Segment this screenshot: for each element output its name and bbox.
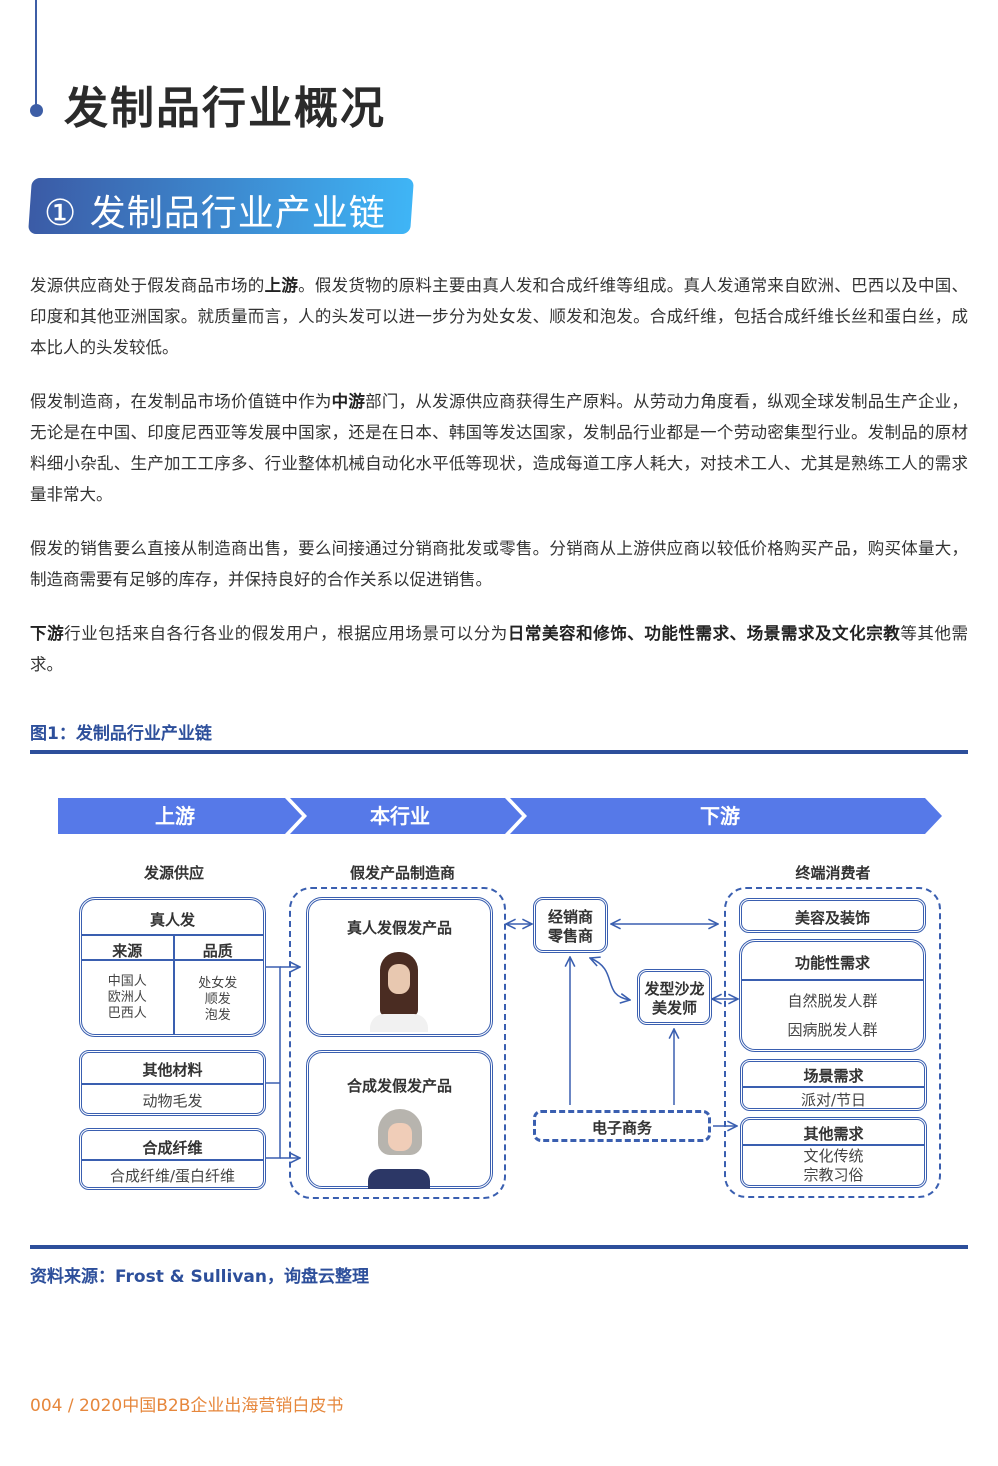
other-item: 动物毛发: [142, 1092, 203, 1110]
band-downstream: [510, 798, 942, 834]
maker-group: [289, 887, 506, 1199]
col-source: 来源: [112, 942, 143, 960]
band-upstream-label: 上游: [155, 804, 195, 828]
consumer-label: 终端消费者: [795, 864, 871, 882]
real-product-box: 真人发假发产品: [306, 897, 493, 1037]
figure-caption: 图1：发制品行业产业链: [30, 724, 212, 744]
scene-title: 场景需求: [803, 1067, 864, 1085]
synthetic-title: 合成纤维: [142, 1139, 203, 1157]
bottom-rule: [30, 1245, 968, 1249]
band-industry: [290, 798, 522, 834]
ecommerce-box: 电子商务: [533, 1110, 711, 1142]
real-product-title: 真人发假发产品: [346, 919, 452, 937]
functional-title: 功能性需求: [794, 954, 870, 972]
brunette-wig-photo: [366, 952, 432, 1032]
sources-list: 中国人欧洲人巴西人: [107, 974, 147, 1021]
band-industry-label: 本行业: [370, 804, 430, 828]
consumer-group: [724, 887, 941, 1198]
qualities-list: 处女发顺发泡发: [198, 976, 238, 1023]
col-quality: 品质: [202, 942, 233, 960]
page-footer: 004 / 2020中国B2B企业出海营销白皮书: [30, 1396, 344, 1416]
band-upstream: [58, 798, 302, 834]
paragraph-2: 假发制造商，在发制品市场价值链中作为中游部门，从发源供应商获得生产原料。从劳动力…: [30, 392, 969, 504]
maker-label: 假发产品制造商: [349, 864, 455, 882]
ecommerce-label: 电子商务: [591, 1119, 652, 1137]
synthetic-product-box: 合成发假发产品: [306, 1050, 493, 1189]
dealer-label: 经销商零售商: [547, 908, 593, 945]
functional-item: 自然脱发人群: [787, 992, 878, 1010]
salon-label: 发型沙龙美发师: [644, 980, 705, 1017]
scene-item: 派对/节日: [800, 1091, 867, 1109]
supply-label: 发源供应: [143, 864, 204, 882]
beauty-label: 美容及装饰: [794, 909, 870, 927]
decorative-dot: [30, 104, 43, 117]
band-downstream-label: 下游: [700, 804, 740, 828]
top-rule: [30, 750, 968, 754]
functional-item: 因病脱发人群: [787, 1021, 878, 1039]
grey-bob-wig-photo: [366, 1109, 432, 1189]
functional-box: 功能性需求 自然脱发人群 因病脱发人群: [739, 939, 926, 1052]
other-needs-box: 其他需求 文化传统宗教习俗: [740, 1117, 927, 1188]
dealer-retailer-box: 经销商零售商: [533, 897, 608, 953]
source-note: 资料来源：Frost & Sullivan，询盘云整理: [30, 1267, 369, 1287]
section-title: ① 发制品行业产业链: [44, 193, 386, 234]
paragraph-1: 发源供应商处于假发商品市场的上游。假发货物的原料主要由真人发和合成纤维等组成。真…: [30, 276, 969, 357]
decorative-line: [35, 0, 37, 108]
real-hair-box: 真人发 来源 品质 中国人欧洲人巴西人 处女发顺发泡发: [79, 897, 266, 1037]
paragraph-3: 假发的销售要么直接从制造商出售，要么间接通过分销商批发或零售。分销商从上游供应商…: [30, 539, 968, 589]
beauty-box: 美容及装饰: [739, 898, 926, 933]
salon-box: 发型沙龙美发师: [637, 969, 712, 1025]
synthetic-item: 合成纤维/蛋白纤维: [109, 1167, 236, 1185]
other-needs-title: 其他需求: [803, 1125, 864, 1143]
synthetic-fiber-box: 合成纤维 合成纤维/蛋白纤维: [79, 1128, 266, 1190]
other-needs-items: 文化传统宗教习俗: [803, 1147, 864, 1184]
page-title: 发制品行业概况: [64, 83, 386, 134]
synthetic-product-title: 合成发假发产品: [346, 1077, 452, 1095]
scene-box: 场景需求 派对/节日: [740, 1059, 927, 1111]
real-hair-title: 真人发: [149, 911, 195, 929]
other-material-box: 其他材料 动物毛发: [79, 1050, 266, 1116]
paragraph-4: 下游行业包括来自各行各业的假发用户，根据应用场景可以分为日常美容和修饰、功能性需…: [30, 624, 969, 674]
other-title: 其他材料: [142, 1061, 203, 1079]
